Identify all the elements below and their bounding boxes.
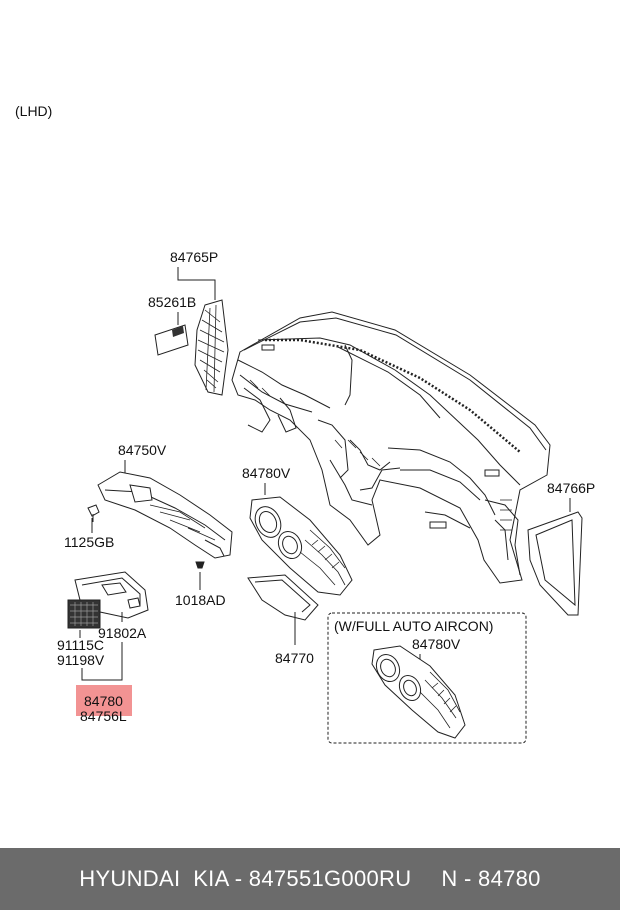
label-84780V-auto: 84780V	[412, 636, 461, 652]
lower-cover-84770	[247, 574, 319, 621]
mesh-insert-91115C	[67, 599, 101, 629]
footer-reference: N - 84780	[441, 866, 541, 891]
label-91802A: 91802A	[98, 625, 147, 641]
label-85261B: 85261B	[148, 294, 196, 310]
leader-84780-group	[81, 642, 123, 681]
parts-diagram: (LHD) 84765P 85261B	[15, 103, 595, 744]
side-panel-84766P	[527, 511, 583, 616]
label-84750V: 84750V	[118, 442, 167, 458]
label-sticker-85261B	[154, 324, 189, 356]
label-84780V: 84780V	[242, 465, 291, 481]
dashboard-crash-pad	[231, 311, 551, 584]
footer-bar: HYUNDAI KIA - 847551G000RU N - 84780	[0, 848, 620, 910]
label-84766P: 84766P	[547, 480, 595, 496]
screw-1125GB	[87, 504, 100, 522]
option-box	[327, 612, 527, 744]
region-label: (LHD)	[15, 103, 52, 119]
highlight-box	[76, 685, 132, 716]
label-84765P: 84765P	[170, 249, 218, 265]
side-panel-84765P	[194, 299, 229, 396]
clip-1018AD	[195, 561, 205, 569]
label-1125GB: 1125GB	[64, 534, 114, 550]
label-84770: 84770	[275, 650, 314, 666]
option-box-title: (W/FULL AUTO AIRCON)	[334, 618, 493, 634]
footer-brand-partnumber: HYUNDAI KIA - 847551G000RU	[79, 866, 412, 891]
leader-84765P	[177, 267, 216, 300]
cluster-bezel-84780V-auto	[371, 645, 466, 739]
label-91115C: 91115C	[57, 637, 104, 653]
lower-panel-84750V	[97, 471, 233, 559]
cluster-bezel-84780V	[249, 496, 353, 596]
label-84756L: 84756L	[80, 708, 127, 724]
label-91198V: 91198V	[57, 652, 105, 668]
label-84780[interactable]: 84780	[84, 693, 123, 709]
label-1018AD: 1018AD	[175, 592, 226, 608]
